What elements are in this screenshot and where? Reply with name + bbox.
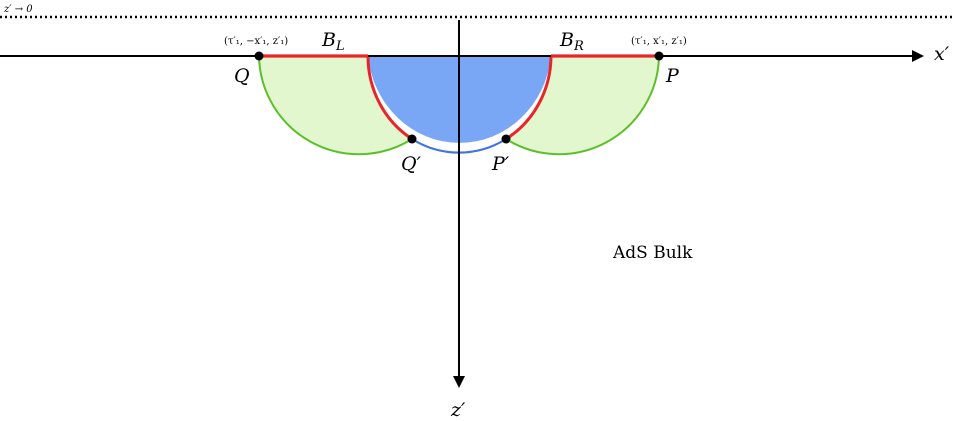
right-green-arc [505,55,660,156]
boundary-label: z′ → 0 [3,4,33,15]
right-small-region [506,56,659,155]
point-q-prime [407,134,417,144]
label-b-left: BL [321,29,345,54]
point-p [654,51,664,61]
right-red-arc [505,55,553,141]
z-axis-label: z′ [450,399,466,421]
label-q: Q [234,65,250,87]
left-small-region [259,56,412,155]
label-b-right: BR [559,29,584,54]
point-p-prime [501,134,511,144]
coords-q: (τ′₁, −x′₁, z′₁) [224,36,288,47]
left-green-arc [258,55,413,156]
point-q [254,51,264,61]
label-p: P [665,65,680,87]
coords-p: (τ′₁, x′₁, z′₁) [631,36,687,47]
region-label: AdS Bulk [612,243,693,263]
left-red-arc [366,55,413,141]
label-q-prime: Q′ [401,153,422,175]
x-axis-label: x′ [934,43,950,65]
label-p-prime: P′ [491,153,510,175]
